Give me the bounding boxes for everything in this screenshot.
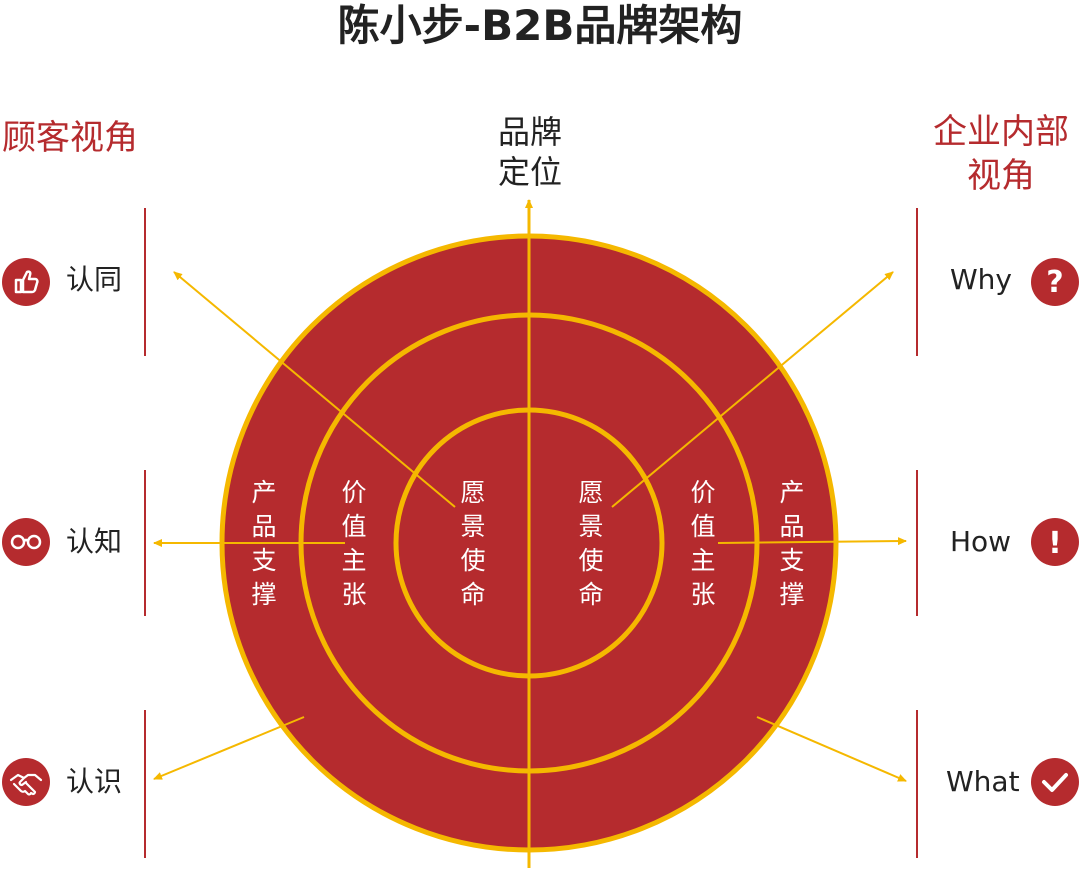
brand-positioning-line-2: 定位 bbox=[497, 153, 562, 191]
left-bar-1 bbox=[144, 208, 146, 356]
checkmark-icon bbox=[1031, 758, 1079, 806]
right-row-label-2: How bbox=[950, 525, 1012, 558]
outer-ring-text-right-label: 产品支撑 bbox=[779, 478, 804, 609]
outer-ring-text-left-label: 产品支撑 bbox=[251, 478, 276, 609]
left-row-label-1: 认同 bbox=[66, 263, 123, 296]
right-bar-3 bbox=[916, 710, 918, 858]
right-bar-2 bbox=[916, 470, 918, 616]
outer-ring-text-left: 产品支撑 bbox=[251, 478, 276, 609]
brand-positioning-label: 品牌 定位 bbox=[470, 112, 590, 192]
inner-ring-text-right-label: 愿景使命 bbox=[578, 478, 603, 609]
diagram-title: 陈小步-B2B品牌架构 bbox=[337, 1, 743, 50]
inner-ring-text-right: 愿景使命 bbox=[578, 478, 603, 609]
arrow-to-awareness bbox=[153, 716, 305, 780]
left-row-label-2: 认知 bbox=[66, 525, 123, 558]
arrow-to-what bbox=[756, 716, 907, 782]
internal-perspective-line-1: 企业内部 bbox=[933, 112, 1069, 152]
exclamation-glyph: ! bbox=[1048, 526, 1062, 561]
internal-perspective-line-2: 视角 bbox=[967, 156, 1035, 196]
left-bar-2 bbox=[144, 470, 146, 616]
exclamation-icon: ! bbox=[1031, 518, 1079, 566]
customer-perspective-heading: 顾客视角 bbox=[2, 118, 138, 158]
right-row-label-1: Why bbox=[950, 263, 1013, 296]
outer-ring-text-right: 产品支撑 bbox=[779, 478, 804, 609]
right-bar-1 bbox=[916, 208, 918, 356]
glasses-icon bbox=[2, 518, 50, 566]
brand-positioning-line-1: 品牌 bbox=[497, 113, 562, 151]
inner-ring-text-left: 愿景使命 bbox=[460, 478, 485, 609]
thumbs-up-icon bbox=[2, 258, 50, 306]
middle-ring-text-right-label: 价值主张 bbox=[690, 478, 715, 609]
arrow-to-why bbox=[611, 271, 894, 508]
left-row-label-3: 认识 bbox=[66, 765, 123, 798]
question-mark-glyph: ? bbox=[1046, 265, 1063, 300]
internal-perspective-heading: 企业内部 视角 bbox=[926, 110, 1076, 198]
right-row-label-3: What bbox=[946, 765, 1020, 798]
arrow-to-how bbox=[717, 537, 907, 546]
middle-ring-text-left-label: 价值主张 bbox=[341, 478, 366, 609]
left-bar-3 bbox=[144, 710, 146, 858]
handshake-icon bbox=[2, 758, 50, 806]
inner-ring-text-left-label: 愿景使命 bbox=[460, 478, 485, 609]
middle-ring-text-right: 价值主张 bbox=[690, 478, 715, 609]
arrow-to-recognition bbox=[173, 271, 456, 508]
middle-ring-text-left: 价值主张 bbox=[341, 478, 366, 609]
question-icon: ? bbox=[1031, 258, 1079, 306]
